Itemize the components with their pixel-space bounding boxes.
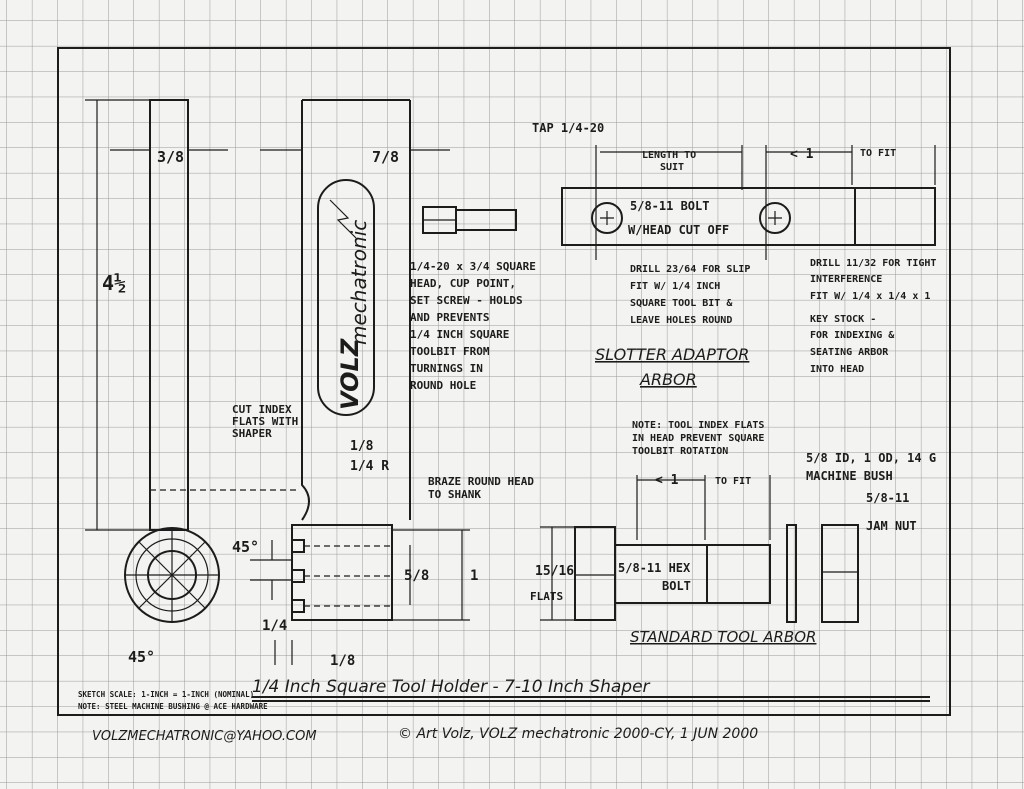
scale-note: SKETCH SCALE: 1-INCH = 1-INCH (NOMINAL) [78, 690, 254, 699]
standard-flats-dim: 15/16 [535, 564, 574, 579]
slotter-bolt-cut: W/HEAD CUT OFF [628, 223, 729, 237]
logo-brand: VOLZ [336, 338, 364, 410]
standard-bolt: 5/8-11 HEX [618, 561, 691, 575]
logo-oval [317, 179, 375, 416]
email: VOLZMECHATRONIC@YAHOO.COM [92, 729, 317, 744]
angle-top: 45° [232, 538, 259, 556]
head-radius: 1/4 R [350, 459, 389, 474]
slotter-title: SLOTTER ADAPTOR [595, 345, 749, 364]
logo-sub: mechatronic [347, 220, 371, 345]
head-dim-1-8-top: 1/8 [350, 439, 374, 454]
slotter-title-2: ARBOR [639, 370, 697, 389]
head-dim-1-4: 1/4 [262, 618, 287, 634]
drawing-border [57, 47, 951, 716]
copyright: © Art Volz, VOLZ mechatronic 2000-CY, 1 … [398, 726, 758, 742]
slotter-to-fit: TO FIT [860, 148, 896, 159]
standard-bush: 5/8 ID, 1 OD, 14 G [806, 451, 936, 465]
head-view [250, 99, 470, 665]
head-dim-5-8: 5/8 [404, 568, 429, 584]
shank-length-dim: 4½ [102, 271, 126, 295]
standard-to-fit: TO FIT [715, 476, 751, 487]
slotter-arbor [561, 145, 936, 260]
slotter-bolt: 5/8-11 BOLT [630, 199, 709, 213]
shank-view [85, 99, 300, 623]
standard-bush-2: MACHINE BUSH [806, 469, 893, 483]
slotter-lt1: < 1 [790, 147, 814, 162]
angle-bottom: 45° [128, 648, 155, 666]
head-dim-1: 1 [470, 568, 478, 584]
standard-title: STANDARD TOOL ARBOR [630, 628, 816, 646]
head-dim-1-8-bottom: 1/8 [330, 653, 355, 669]
slotter-tap: TAP 1/4-20 [532, 121, 604, 135]
drawing-title: 1/4 Inch Square Tool Holder - 7-10 Inch … [252, 677, 651, 697]
standard-flats-label: FLATS [530, 590, 563, 603]
standard-nut-2: JAM NUT [866, 519, 917, 533]
standard-nut: 5/8-11 [866, 491, 909, 505]
head-width-dim: 7/8 [372, 148, 399, 166]
standard-lt1: < 1 [655, 473, 679, 488]
set-screw [422, 206, 517, 234]
shank-width-dim: 3/8 [157, 148, 184, 166]
standard-bolt-2: BOLT [662, 579, 691, 593]
standard-arbor [540, 475, 859, 623]
material-note: NOTE: STEEL MACHINE BUSHING @ ACE HARDWA… [78, 702, 268, 711]
